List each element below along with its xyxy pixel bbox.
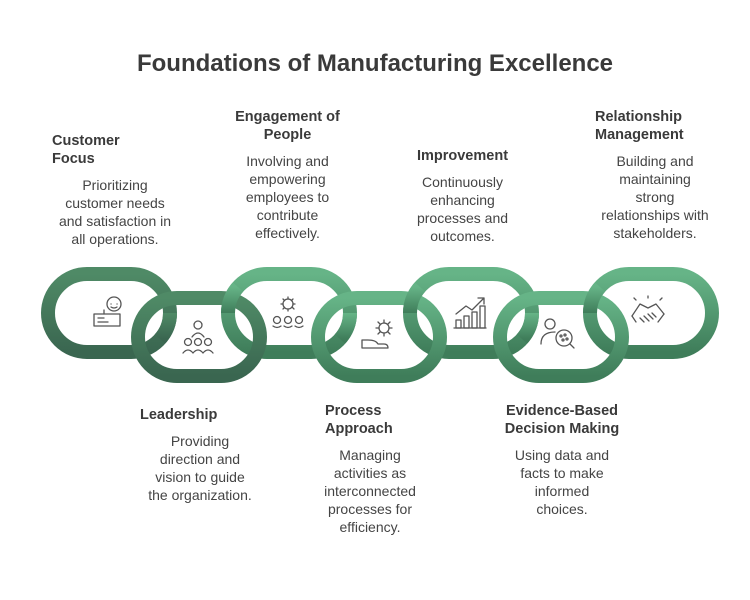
chain-overlap bbox=[583, 282, 606, 314]
chain-overlap bbox=[221, 282, 244, 314]
label-evidence-based-decision-making: Evidence-Based Decision Making Using dat… bbox=[482, 402, 642, 518]
label-description: Continuously enhancing processes and out… bbox=[416, 174, 509, 244]
chain-overlap bbox=[334, 312, 357, 344]
page-title: Foundations of Manufacturing Excellence bbox=[136, 50, 614, 77]
growth-chart-icon bbox=[453, 297, 487, 329]
chain-overlap bbox=[154, 312, 177, 344]
hand-gear-icon bbox=[361, 319, 393, 349]
label-engagement-of-people: Engagement of People Involving and empow… bbox=[205, 108, 370, 242]
label-description: Building and maintaining strong relation… bbox=[601, 153, 709, 241]
label-description: Using data and facts to make informed ch… bbox=[514, 447, 610, 517]
chain-link-process-approach bbox=[311, 291, 447, 383]
label-customer-focus: Customer Focus Prioritizing customer nee… bbox=[30, 132, 200, 248]
label-leadership: Leadership Providing direction and visio… bbox=[120, 406, 280, 504]
label-relationship-management: Relationship Management Building and mai… bbox=[570, 108, 740, 242]
chain-link-evidence-based bbox=[493, 291, 629, 383]
people-gear-icon bbox=[272, 296, 304, 329]
label-process-approach: Process Approach Managing activities as … bbox=[300, 402, 440, 536]
chain-overlap bbox=[403, 282, 426, 314]
chain-overlap bbox=[516, 312, 539, 344]
label-title: Customer Focus bbox=[52, 133, 120, 167]
label-improvement: Improvement Continuously enhancing proce… bbox=[380, 147, 545, 245]
label-description: Involving and empowering employees to co… bbox=[245, 153, 330, 241]
chain-link-leadership bbox=[131, 291, 267, 383]
label-description: Providing direction and vision to guide … bbox=[148, 433, 252, 503]
customer-service-icon bbox=[93, 296, 122, 327]
team-leader-icon bbox=[182, 320, 214, 354]
handshake-icon bbox=[631, 295, 665, 323]
label-title: Improvement bbox=[416, 148, 509, 164]
label-title: Process Approach bbox=[325, 403, 393, 437]
data-analysis-icon bbox=[540, 318, 575, 349]
label-title: Relationship Management bbox=[595, 109, 684, 143]
label-title: Evidence-Based Decision Making bbox=[504, 403, 620, 437]
label-title: Leadership bbox=[140, 407, 218, 423]
label-description: Managing activities as interconnected pr… bbox=[324, 447, 416, 535]
label-description: Prioritizing customer needs and satisfac… bbox=[58, 177, 172, 247]
label-title: Engagement of People bbox=[235, 109, 340, 143]
